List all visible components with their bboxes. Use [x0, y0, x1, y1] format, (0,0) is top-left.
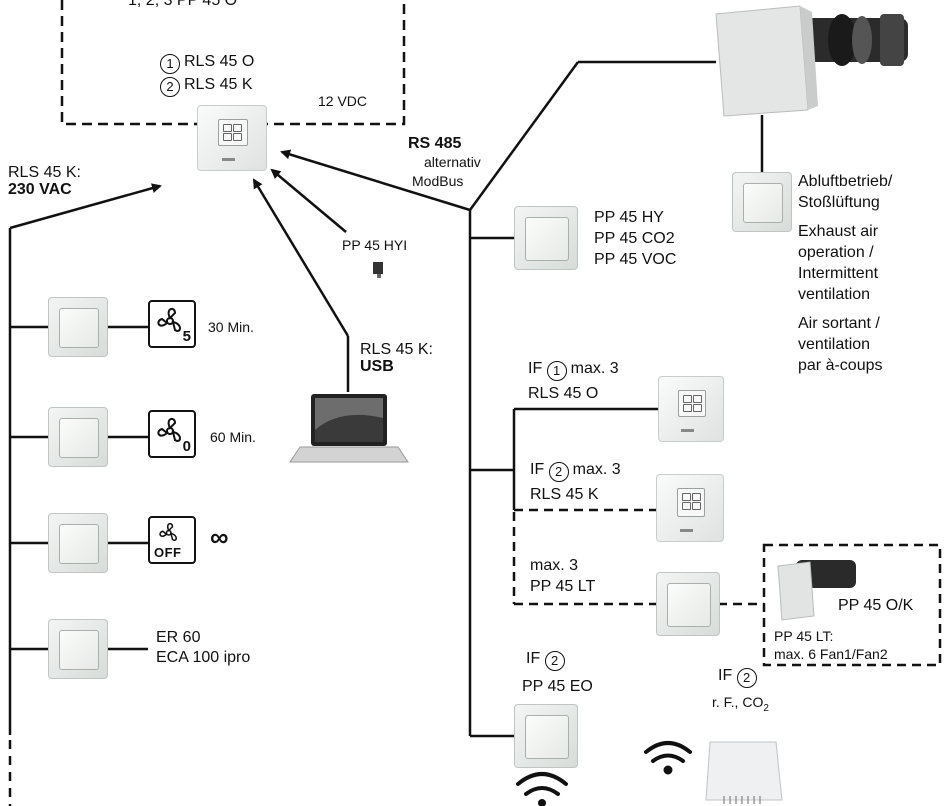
- power-label-1: RLS 45 K:: [8, 164, 81, 181]
- rf-if-label: IF 2: [718, 666, 761, 688]
- if1-name: RLS 45 O: [528, 385, 599, 402]
- wifi-icon-2: [644, 741, 692, 775]
- rs485-arrow: [280, 149, 471, 212]
- exhaust-switch: [732, 172, 792, 232]
- exhaust-label-2: Stoßlüftung: [798, 194, 880, 211]
- row-4-label-2: ECA 100 ipro: [156, 649, 251, 666]
- usb-label-2: USB: [360, 358, 394, 375]
- power-label-2: 230 VAC: [8, 181, 72, 198]
- pp45eo-switch: [514, 704, 578, 768]
- usb-label-1: RLS 45 K:: [360, 341, 433, 358]
- fan-5-icon: 5: [148, 300, 196, 348]
- hyi-label: PP 45 HYI: [342, 237, 408, 253]
- lt-box-label-1: PP 45 LT:: [774, 628, 834, 644]
- sensor-label-2: PP 45 CO2: [594, 230, 675, 247]
- row-1-label: 30 Min.: [208, 319, 254, 335]
- pp45ok-label: PP 45 O/K: [838, 597, 914, 614]
- exhaust-label-7: Air sortant /: [798, 315, 880, 332]
- central-controller-image: [197, 105, 267, 171]
- sensor-switch: [514, 206, 578, 270]
- rs485-to-fan: [468, 61, 580, 211]
- rs485-alt-label: alternativ: [424, 154, 481, 170]
- if2-name: RLS 45 K: [530, 486, 599, 503]
- rf-co2-label: r. F., CO2: [712, 694, 769, 714]
- fan-0-icon: 0: [148, 410, 196, 458]
- rls45k-controller-image: [656, 474, 724, 542]
- eo-name: PP 45 EO: [522, 678, 593, 695]
- rls45o-controller-image: [658, 376, 724, 442]
- usb-arrow: [252, 178, 350, 337]
- fan-unit-image: [715, 5, 908, 117]
- hyi-sensor-image: [373, 262, 383, 278]
- lt-dashed-box: [762, 543, 942, 667]
- exhaust-label-1: Abluftbetrieb/: [798, 173, 893, 190]
- exhaust-label-9: par à-coups: [798, 357, 883, 374]
- modbus-label: ModBus: [412, 173, 464, 189]
- lt-label-2: PP 45 LT: [530, 578, 596, 595]
- pp45lt-switch: [656, 572, 720, 636]
- wall-switch-off: [48, 513, 108, 573]
- vdc-label: 12 VDC: [318, 93, 368, 109]
- hyi-arrow: [270, 168, 347, 233]
- pp45ok-image: [777, 560, 856, 621]
- sensor-label-3: PP 45 VOC: [594, 251, 677, 268]
- laptop-image: [289, 394, 409, 463]
- exhaust-label-4: operation /: [798, 244, 874, 261]
- eo-if-label: IF 2: [526, 649, 569, 671]
- fan-off-icon: OFF: [148, 516, 196, 564]
- exhaust-label-3: Exhaust air: [798, 223, 879, 240]
- row-2-label: 60 Min.: [210, 429, 256, 445]
- exhaust-label-8: ventilation: [798, 336, 871, 353]
- rs485-label: RS 485: [408, 135, 462, 152]
- sensor-label-1: PP 45 HY: [594, 209, 664, 226]
- wifi-icon: [516, 772, 568, 806]
- wall-switch-30min: [48, 297, 108, 357]
- infinity-label: ∞: [210, 522, 229, 552]
- lt-box-label-2: max. 6 Fan1/Fan2: [774, 646, 888, 662]
- wall-switch-er60: [48, 619, 108, 679]
- wall-switch-60min: [48, 407, 108, 467]
- lt-label-1: max. 3: [530, 557, 579, 574]
- power-feed-line: [9, 183, 162, 230]
- row-4-label-1: ER 60: [156, 629, 201, 646]
- exhaust-label-6: ventilation: [798, 286, 871, 303]
- exhaust-label-5: Intermittent: [798, 265, 879, 282]
- top-box-label: 1, 2, 3 PP 45 O: [128, 0, 238, 9]
- rf-co2-sensor-image: [705, 741, 783, 804]
